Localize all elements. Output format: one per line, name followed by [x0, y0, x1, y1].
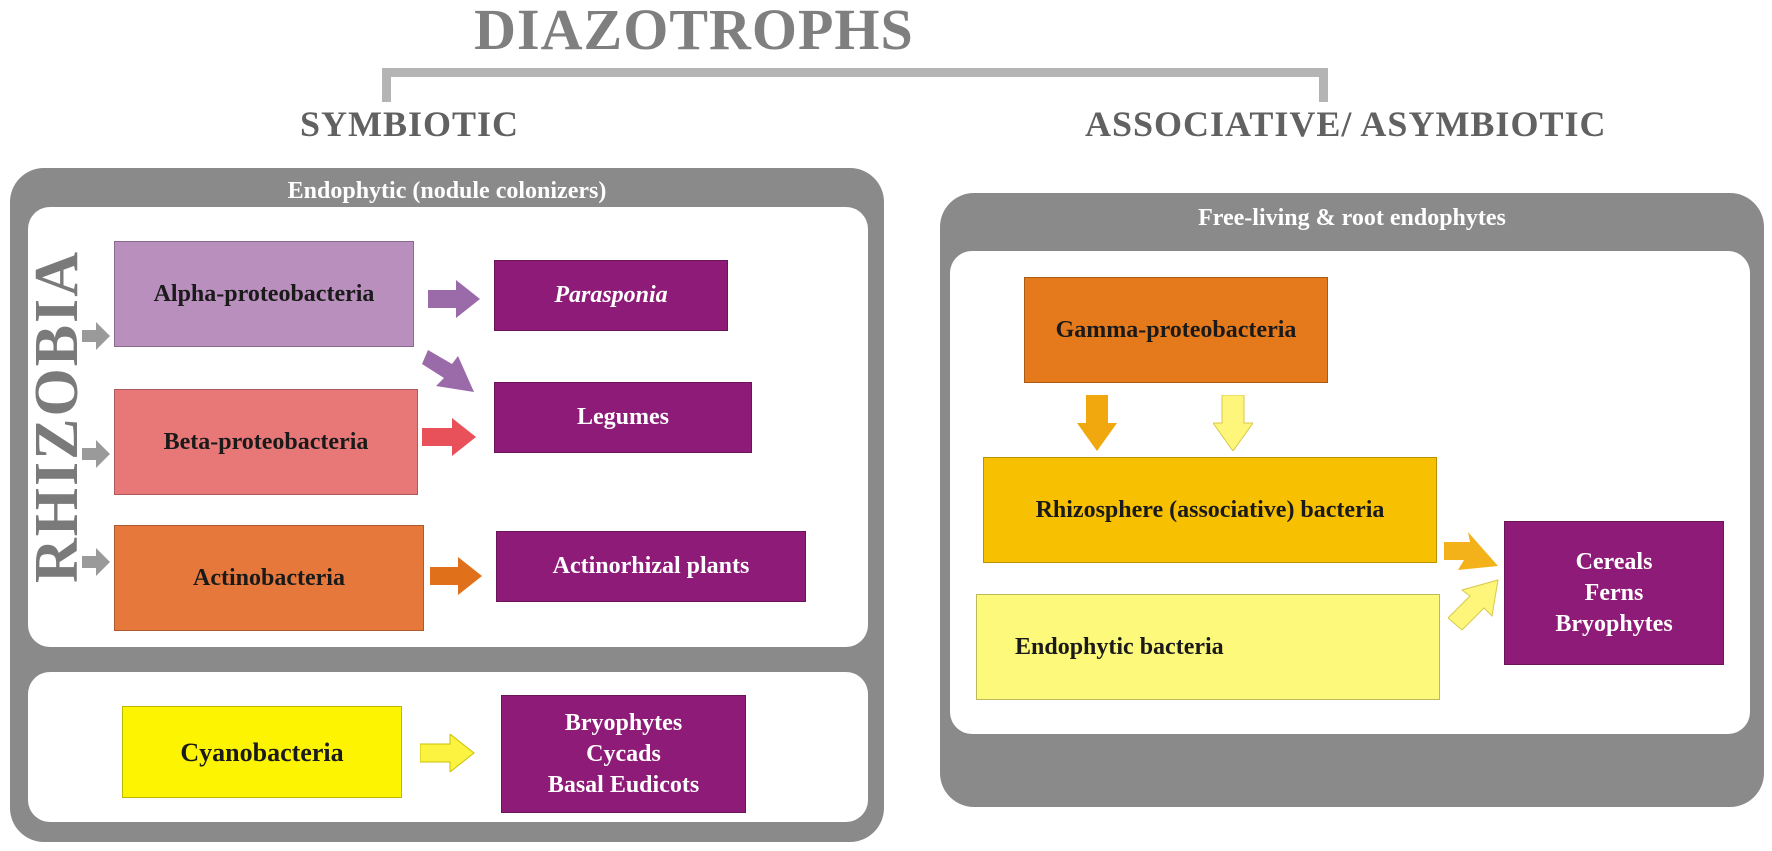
gray-arrow-icon	[82, 548, 110, 576]
rhizobia-label: RHIZOBIA	[23, 250, 91, 583]
diagram-title: DIAZOTROPHS	[474, 0, 914, 62]
section-label-associative: ASSOCIATIVE/ ASYMBIOTIC	[1085, 104, 1607, 144]
gray-arrow-icon	[82, 440, 110, 468]
section-label-symbiotic: SYMBIOTIC	[300, 104, 520, 144]
actino-to-actinorhizal-arrow-icon	[430, 557, 482, 595]
host-cycads: Cycads	[586, 740, 661, 767]
gamma-down-arrow-light-icon	[1213, 395, 1253, 451]
cyanobacteria-hosts-box: Bryophytes Cycads Basal Eudicots	[501, 695, 746, 813]
cyanobacteria-box: Cyanobacteria	[122, 706, 402, 798]
host-ferns: Ferns	[1584, 579, 1644, 606]
endophytic-bacteria-box: Endophytic bacteria	[976, 594, 1440, 700]
associative-hosts-box: Cereals Ferns Bryophytes	[1504, 521, 1724, 665]
gamma-proteobacteria-box: Gamma-proteobacteria	[1024, 277, 1328, 383]
gamma-down-arrow-icon	[1077, 395, 1117, 451]
host-basal-eudicots: Basal Eudicots	[547, 771, 700, 798]
endophytic-to-hosts-arrow-icon	[1448, 579, 1499, 631]
actinorhizal-plants-box: Actinorhizal plants	[496, 531, 806, 602]
symbiotic-panel-label: Endophytic (nodule colonizers)	[287, 178, 607, 204]
associative-panel-label: Free-living & root endophytes	[1198, 205, 1506, 231]
host-bryophytes: Bryophytes	[1555, 610, 1673, 637]
alpha-proteobacteria-box: Alpha-proteobacteria	[114, 241, 414, 347]
alpha-to-legumes-arrow-icon	[422, 350, 474, 392]
title-bracket	[382, 68, 1328, 102]
rhizosphere-to-hosts-arrow-icon	[1444, 532, 1498, 570]
gray-arrow-icon	[82, 322, 110, 350]
cyano-to-hosts-arrow-icon	[420, 734, 475, 772]
actinobacteria-box: Actinobacteria	[114, 525, 424, 631]
beta-proteobacteria-box: Beta-proteobacteria	[114, 389, 418, 495]
host-bryophytes: Bryophytes	[564, 709, 683, 736]
alpha-to-parasponia-arrow-icon	[428, 280, 480, 318]
rhizosphere-bacteria-box: Rhizosphere (associative) bacteria	[983, 457, 1437, 563]
host-cereals: Cereals	[1575, 548, 1653, 575]
parasponia-box: Parasponia	[494, 260, 728, 331]
legumes-box: Legumes	[494, 382, 752, 453]
beta-to-legumes-arrow-icon	[422, 418, 476, 456]
